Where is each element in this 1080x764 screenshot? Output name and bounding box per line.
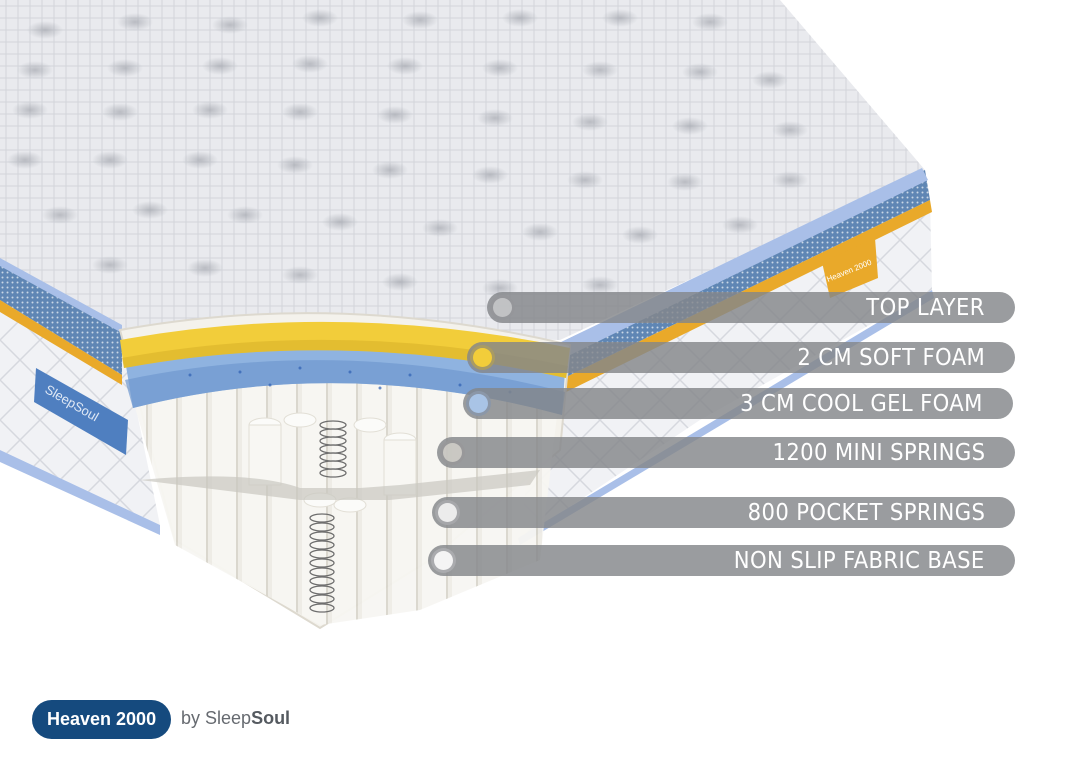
callout-soft-foam: 2 CM SOFT FOAM bbox=[467, 342, 1015, 373]
product-name: Heaven 2000 bbox=[47, 709, 157, 729]
callout-cool-gel-foam: 3 CM COOL GEL FOAM bbox=[463, 388, 1013, 419]
soft-foam-dot-icon bbox=[470, 345, 495, 370]
callout-label: 2 CM SOFT FOAM bbox=[797, 344, 985, 371]
byline-prefix: by Sleep bbox=[181, 708, 252, 728]
cool-gel-foam-dot-icon bbox=[466, 391, 491, 416]
callout-label: 800 POCKET SPRINGS bbox=[747, 499, 985, 526]
callout-label: 3 CM COOL GEL FOAM bbox=[740, 390, 983, 417]
mini-springs-dot-icon bbox=[440, 440, 465, 465]
brand-suffix: Soul bbox=[251, 708, 291, 728]
brand-byline: by SleepSoul bbox=[181, 708, 290, 729]
non-slip-base-dot-icon bbox=[431, 548, 456, 573]
callout-label: 1200 MINI SPRINGS bbox=[772, 439, 985, 466]
pocket-springs-dot-icon bbox=[435, 500, 460, 525]
pocket-spring-coil bbox=[309, 513, 335, 613]
product-name-badge: Heaven 2000 bbox=[32, 700, 172, 739]
tufting-pattern bbox=[7, 9, 808, 297]
mattress-top-surface bbox=[0, 0, 925, 340]
callout-label: TOP LAYER bbox=[866, 294, 985, 321]
mini-spring-coil bbox=[319, 420, 347, 478]
callout-non-slip-base: NON SLIP FABRIC BASE bbox=[428, 545, 1015, 576]
callout-mini-springs: 1200 MINI SPRINGS bbox=[437, 437, 1015, 468]
callout-label: NON SLIP FABRIC BASE bbox=[734, 547, 985, 574]
top-layer-dot-icon bbox=[490, 295, 515, 320]
callout-top-layer: TOP LAYER bbox=[487, 292, 1015, 323]
callout-pocket-springs: 800 POCKET SPRINGS bbox=[432, 497, 1015, 528]
heaven-2000-tag: Heaven 2000 bbox=[822, 238, 878, 298]
